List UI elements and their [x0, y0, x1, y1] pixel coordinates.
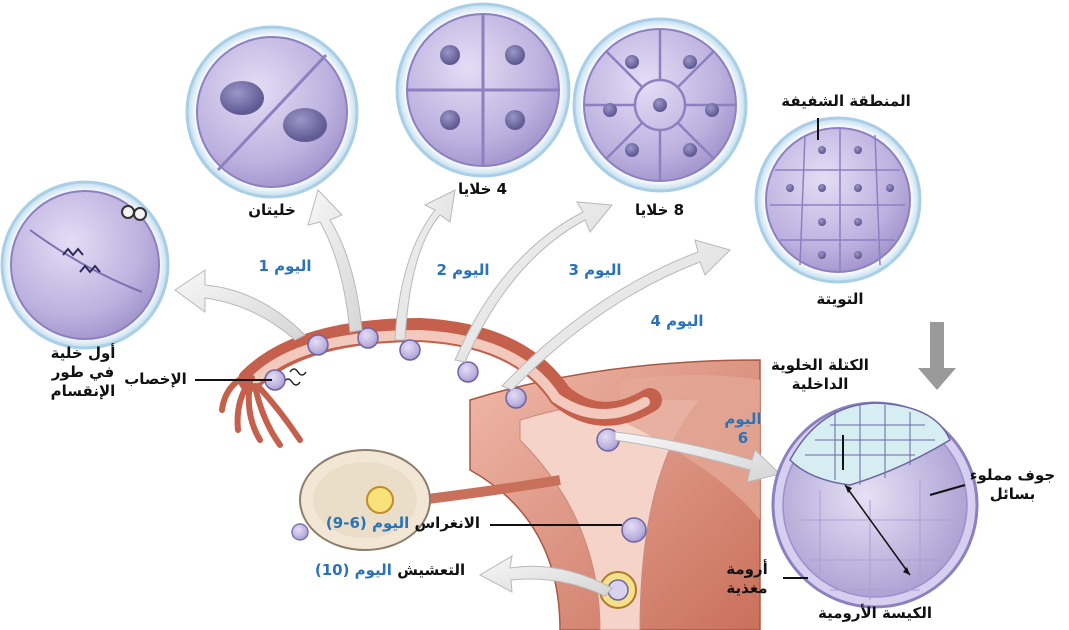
day-3-label: اليوم 3 [565, 261, 625, 280]
morula-label: التويتة [805, 290, 875, 309]
arrow-down-to-blastocyst [918, 322, 956, 390]
day-2-label: اليوم 2 [433, 261, 493, 280]
nesting-label: التعشيش اليوم (10) [305, 561, 475, 580]
implantation-text: الانغراس [414, 514, 480, 532]
two-cells-embryo [187, 27, 357, 197]
four-cells-embryo [397, 4, 569, 176]
fimbriae [222, 375, 300, 445]
blastocyst [773, 403, 977, 607]
ovarian-follicle [367, 487, 393, 513]
eight-cells-embryo [574, 19, 746, 191]
morula-embryo [756, 118, 920, 282]
implantation-label: الانغراس اليوم (6-9) [318, 514, 488, 533]
implantation-day: اليوم (6-9) [326, 514, 409, 532]
blastocyst-label: الكيسة الأرومية [805, 604, 945, 623]
two-cells-label: خليتان [232, 201, 312, 220]
zona-pellucida-label: المنطقة الشفيفة [776, 92, 916, 111]
trophoblast-label: أرومة مغذية [712, 560, 782, 598]
day-4-label: اليوم 4 [647, 312, 707, 331]
four-cells-label: 4 خلايا [440, 180, 525, 199]
inner-cell-mass-label: الكتلة الخلوية الداخلية [755, 356, 885, 394]
sperm-cells [284, 369, 306, 385]
ovulated-oocyte [292, 524, 308, 540]
first-division-cell [2, 182, 168, 348]
day-6-label: اليوم 6 [718, 410, 768, 448]
nesting-day: اليوم (10) [315, 561, 392, 579]
eight-cells-label: 8 خلايا [617, 201, 702, 220]
day-1-label: اليوم 1 [255, 257, 315, 276]
nesting-text: التعشيش [397, 561, 465, 579]
fertilization-label: الإخصاب [118, 370, 193, 389]
uterus-anatomy [222, 328, 760, 630]
fluid-cavity-label: جوف مملوء بسائل [965, 466, 1060, 504]
arrow-to-first-division [175, 270, 305, 340]
arrow-to-two-cells [308, 190, 362, 332]
